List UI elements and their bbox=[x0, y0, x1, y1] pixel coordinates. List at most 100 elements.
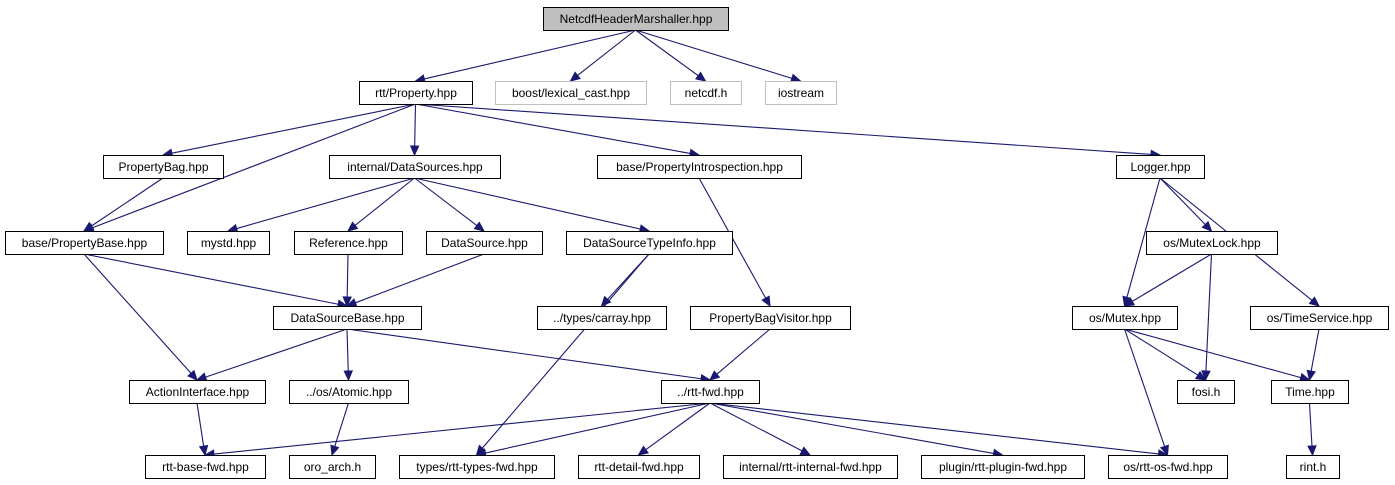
node-propertybase[interactable]: base/PropertyBase.hpp bbox=[5, 231, 164, 255]
arrowhead-icon bbox=[409, 145, 420, 157]
edge-line bbox=[1131, 253, 1212, 302]
arrowhead-icon bbox=[82, 221, 95, 232]
edge-line bbox=[414, 177, 478, 226]
node-osfwd[interactable]: os/rtt-os-fwd.hpp bbox=[1108, 455, 1228, 479]
node-box bbox=[273, 306, 422, 330]
node-label: iostream bbox=[778, 86, 824, 100]
arrowhead-icon bbox=[187, 369, 198, 381]
arrowhead-icon bbox=[799, 446, 812, 456]
node-rint[interactable]: rint.h bbox=[1286, 455, 1340, 479]
node-box bbox=[399, 455, 555, 479]
edge-line bbox=[171, 103, 416, 154]
node-reference[interactable]: Reference.hpp bbox=[294, 231, 403, 255]
node-rttfwd[interactable]: ../rtt-fwd.hpp bbox=[661, 380, 760, 404]
edge-line bbox=[92, 103, 416, 229]
node-pluginfwd[interactable]: plugin/rtt-plugin-fwd.hpp bbox=[921, 455, 1085, 479]
node-box bbox=[145, 455, 266, 479]
node-box bbox=[578, 455, 700, 479]
node-label: types/rtt-types-fwd.hpp bbox=[416, 460, 538, 474]
node-box bbox=[566, 231, 733, 255]
node-detailfwd[interactable]: rtt-detail-fwd.hpp bbox=[578, 455, 700, 479]
node-box bbox=[597, 155, 802, 179]
node-netcdf: netcdf.h bbox=[670, 81, 742, 105]
node-label: ../rtt-fwd.hpp bbox=[677, 385, 744, 399]
node-rtt_property[interactable]: rtt/Property.hpp bbox=[359, 81, 473, 105]
node-pbvisitor[interactable]: PropertyBagVisitor.hpp bbox=[690, 306, 851, 330]
node-label: Logger.hpp bbox=[1130, 160, 1190, 174]
node-time[interactable]: Time.hpp bbox=[1271, 380, 1349, 404]
node-typesfwd[interactable]: types/rtt-types-fwd.hpp bbox=[399, 455, 555, 479]
node-box bbox=[1250, 306, 1389, 330]
edge-rttfwd-to-osfwd bbox=[709, 402, 1169, 459]
edge-datasources-to-reference bbox=[347, 177, 415, 232]
node-box bbox=[426, 231, 543, 255]
node-mutex[interactable]: os/Mutex.hpp bbox=[1072, 306, 1178, 330]
edge-line bbox=[196, 402, 205, 447]
edge-line bbox=[709, 402, 994, 454]
node-propertybag[interactable]: PropertyBag.hpp bbox=[103, 155, 224, 179]
node-lexical_cast: boost/lexical_cast.hpp bbox=[495, 81, 647, 105]
edge-datasource-to-datasourcebase bbox=[345, 253, 485, 308]
edge-mutex-to-osfwd bbox=[1123, 328, 1169, 457]
node-box bbox=[129, 380, 266, 404]
edge-datasourcebase-to-actioninterface bbox=[195, 328, 348, 382]
node-box bbox=[1271, 380, 1349, 404]
edge-line bbox=[415, 103, 691, 154]
arrowhead-icon bbox=[1159, 444, 1169, 457]
node-carray[interactable]: ../types/carray.hpp bbox=[537, 306, 667, 330]
arrowhead-icon bbox=[637, 445, 649, 456]
node-atomic[interactable]: ../os/Atomic.hpp bbox=[289, 380, 409, 404]
edge-line bbox=[709, 402, 803, 452]
node-fosi[interactable]: fosi.h bbox=[1177, 380, 1235, 404]
edge-actioninterface-to-basefwd bbox=[196, 402, 209, 457]
edge-mutex-to-time bbox=[1124, 328, 1311, 383]
node-box bbox=[537, 306, 667, 330]
edge-mutex-to-fosi bbox=[1124, 328, 1207, 381]
node-logger[interactable]: Logger.hpp bbox=[1116, 155, 1205, 179]
node-mystd[interactable]: mystd.hpp bbox=[187, 231, 270, 255]
node-label: PropertyBagVisitor.hpp bbox=[709, 311, 832, 325]
edge-line bbox=[346, 253, 349, 298]
node-basefwd[interactable]: rtt-base-fwd.hpp bbox=[145, 455, 266, 479]
node-propintrospection[interactable]: base/PropertyIntrospection.hpp bbox=[597, 155, 802, 179]
edge-propertybase-to-actioninterface bbox=[83, 253, 198, 381]
node-box bbox=[103, 155, 224, 179]
node-internalfwd[interactable]: internal/rtt-internal-fwd.hpp bbox=[723, 455, 898, 479]
node-box bbox=[543, 7, 729, 31]
node-label: ../types/carray.hpp bbox=[553, 311, 651, 325]
edge-line bbox=[577, 29, 636, 76]
node-timeservice[interactable]: os/TimeService.hpp bbox=[1250, 306, 1389, 330]
node-datasources[interactable]: internal/DataSources.hpp bbox=[329, 155, 501, 179]
node-box bbox=[187, 231, 270, 255]
edge-rtt_property-to-propertybag bbox=[161, 103, 416, 158]
node-label: rtt/Property.hpp bbox=[375, 86, 457, 100]
node-label: os/rtt-os-fwd.hpp bbox=[1123, 460, 1213, 474]
edge-datasources-to-mystd bbox=[226, 177, 415, 233]
edge-line bbox=[481, 253, 650, 449]
node-oroarch[interactable]: oro_arch.h bbox=[289, 455, 376, 479]
edge-line bbox=[414, 103, 417, 147]
arrowhead-icon bbox=[761, 295, 771, 308]
node-label: DataSourceTypeInfo.hpp bbox=[583, 236, 716, 250]
node-box bbox=[359, 81, 473, 105]
node-mutexlock[interactable]: os/MutexLock.hpp bbox=[1146, 231, 1278, 255]
node-box bbox=[1146, 231, 1278, 255]
node-box bbox=[765, 81, 837, 105]
edge-line bbox=[1205, 253, 1213, 372]
node-datasource[interactable]: DataSource.hpp bbox=[426, 231, 543, 255]
node-label: mystd.hpp bbox=[201, 236, 257, 250]
node-iostream: iostream bbox=[765, 81, 837, 105]
node-datasourcebase[interactable]: DataSourceBase.hpp bbox=[273, 306, 422, 330]
arrowhead-icon bbox=[1308, 296, 1320, 307]
node-box bbox=[1286, 455, 1340, 479]
node-box bbox=[670, 81, 742, 105]
edge-logger-to-mutexlock bbox=[1159, 177, 1213, 232]
node-dstypeinfo[interactable]: DataSourceTypeInfo.hpp bbox=[566, 231, 733, 255]
node-label: rint.h bbox=[1300, 460, 1327, 474]
edge-time-to-rint bbox=[1307, 402, 1317, 457]
node-box bbox=[5, 231, 164, 255]
node-actioninterface[interactable]: ActionInterface.hpp bbox=[129, 380, 266, 404]
edge-timeservice-to-time bbox=[1306, 328, 1320, 382]
edge-reference-to-datasourcebase bbox=[342, 253, 352, 308]
node-box bbox=[289, 380, 409, 404]
